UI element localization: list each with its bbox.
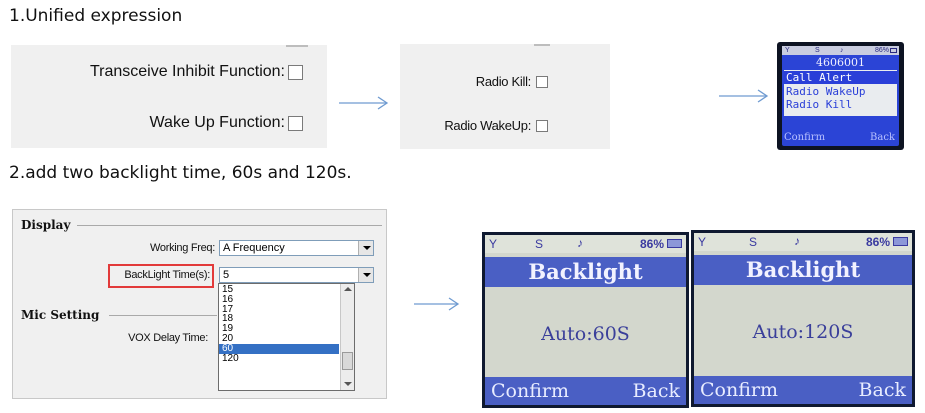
softkey-bar: Confirm Back [694, 376, 912, 404]
battery-icon [893, 237, 908, 246]
display-group-title: Display [21, 218, 71, 232]
device-number: 4606001 [816, 56, 865, 69]
menu-item-call-alert[interactable]: Call Alert [784, 71, 897, 84]
wake-up-function-checkbox[interactable] [288, 116, 303, 131]
dropdown-option[interactable]: 60 [219, 343, 339, 354]
status-bar: Y S ♪ 86% [485, 235, 686, 253]
battery-percent: 86% [865, 235, 890, 249]
note-icon: ♪ [840, 47, 844, 54]
mic-setting-group-title: Mic Setting [21, 308, 100, 322]
antenna-icon: Y [785, 47, 790, 54]
radio-wakeup-label: Radio WakeUp: [444, 118, 531, 133]
backlight-screen-120: Y S ♪ 86% Backlight Auto:120S Confirm Ba… [691, 230, 915, 407]
confirm-softkey[interactable]: Confirm [491, 380, 569, 402]
backlight-time-select[interactable]: 5 [219, 267, 374, 283]
device-confirm-softkey[interactable]: Confirm [784, 132, 826, 143]
arrow-right-icon [339, 96, 389, 110]
signal-icon: S [815, 47, 820, 54]
device-menu-list: Call Alert Radio WakeUp Radio Kill [784, 70, 897, 116]
backlight-screen-60: Y S ♪ 86% Backlight Auto:60S Confirm Bac… [482, 232, 689, 408]
battery-percent: 86% [874, 47, 889, 54]
vox-delay-label: VOX Delay Time: [128, 332, 208, 344]
battery-percent: 86% [639, 237, 664, 251]
section-2-heading: 2.add two backlight time, 60s and 120s. [9, 163, 352, 183]
note-icon: ♪ [794, 234, 800, 248]
note-icon: ♪ [577, 236, 583, 250]
dropdown-option[interactable]: 120 [222, 352, 239, 364]
back-softkey[interactable]: Back [858, 379, 906, 401]
signal-icon: S [749, 235, 758, 249]
backlight-value: Auto:60S [541, 323, 630, 345]
scroll-down-icon[interactable] [344, 382, 352, 386]
device-status-bar: Y S ♪ 86% [782, 46, 899, 55]
radio-kill-label: Radio Kill: [475, 74, 532, 89]
chevron-down-icon[interactable] [358, 241, 373, 255]
title-bar: Backlight [485, 257, 686, 287]
screen-title: Backlight [528, 259, 643, 284]
device-back-softkey[interactable]: Back [870, 132, 895, 143]
old-settings-panel: Transceive Inhibit Function: Wake Up Fun… [11, 45, 327, 148]
dropdown-option[interactable]: 19 [222, 323, 234, 335]
scroll-thumb[interactable] [342, 352, 353, 370]
transceive-inhibit-label: Transceive Inhibit Function: [89, 63, 285, 80]
signal-icon: S [535, 237, 544, 251]
antenna-icon: Y [489, 237, 498, 251]
arrow-right-icon [719, 89, 769, 103]
group-divider [109, 315, 217, 316]
status-bar: Y S ♪ 86% [694, 233, 912, 251]
device-screen-menu: Y S ♪ 86% 4606001 Call Alert Radio WakeU… [777, 42, 904, 150]
title-bar: Backlight [694, 255, 912, 285]
battery-icon [890, 48, 897, 53]
dropdown-scrollbar[interactable] [340, 284, 354, 390]
antenna-icon: Y [698, 235, 707, 249]
confirm-softkey[interactable]: Confirm [700, 379, 778, 401]
chevron-down-icon[interactable] [358, 268, 373, 282]
arrow-right-icon [414, 297, 460, 311]
working-freq-select[interactable]: A Frequency [219, 240, 374, 256]
dropdown-option[interactable]: 17 [222, 303, 234, 315]
working-freq-label: Working Freq: [150, 242, 215, 254]
transceive-inhibit-checkbox[interactable] [288, 65, 303, 80]
backlight-time-label: BackLight Time(s): [124, 269, 210, 281]
group-divider [77, 225, 382, 226]
section-1-heading: 1.Unified expression [9, 6, 183, 26]
display-settings-window: Display Working Freq: A Frequency BackLi… [12, 209, 387, 399]
backlight-value: Auto:120S [752, 321, 854, 343]
menu-item-radio-kill[interactable]: Radio Kill [786, 98, 853, 111]
scroll-remnant [534, 44, 550, 46]
scroll-up-icon[interactable] [344, 287, 352, 291]
dropdown-option[interactable]: 18 [222, 313, 234, 325]
dropdown-option[interactable]: 16 [222, 293, 234, 305]
softkey-bar: Confirm Back [485, 377, 686, 405]
new-settings-panel: Radio Kill: Radio WakeUp: [400, 44, 610, 149]
dropdown-option[interactable]: 20 [222, 332, 234, 344]
backlight-highlight-box [108, 264, 214, 288]
radio-wakeup-checkbox[interactable] [536, 120, 548, 132]
wake-up-function-label: Wake Up Function: [149, 114, 285, 131]
menu-item-radio-wakeup[interactable]: Radio WakeUp [786, 85, 866, 98]
back-softkey[interactable]: Back [632, 380, 680, 402]
screen-title: Backlight [745, 257, 861, 282]
battery-icon [667, 239, 682, 248]
radio-kill-checkbox[interactable] [536, 76, 548, 88]
scroll-remnant [286, 45, 308, 47]
dropdown-option[interactable]: 15 [222, 284, 234, 295]
